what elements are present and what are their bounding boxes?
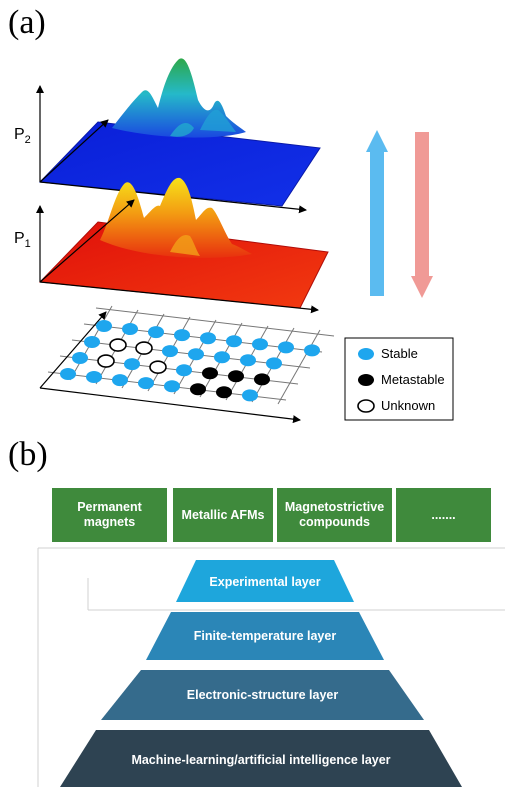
site-stable (242, 389, 258, 402)
down-arrow (411, 132, 433, 298)
site-stable (122, 323, 138, 336)
layer-experimental (176, 560, 354, 602)
site-unknown (149, 360, 167, 374)
site-stable (188, 348, 204, 361)
site-stable (252, 338, 268, 351)
site-metastable (216, 386, 232, 399)
site-stable (112, 374, 128, 387)
p1-axes (36, 199, 319, 314)
panel-a-label: (a) (8, 4, 46, 41)
p2-axis-label: P2 (14, 126, 31, 147)
legend-label-unknown: Unknown (381, 398, 436, 413)
site-unknown (97, 354, 115, 368)
site-stable (84, 336, 100, 348)
lattice-sites (60, 320, 320, 402)
category-metallic-afms: Metallic AFMs (173, 488, 273, 542)
site-metastable (228, 370, 244, 383)
site-stable (164, 380, 180, 393)
legend-marker-unknown (357, 399, 375, 413)
site-stable (86, 371, 102, 384)
panel-b-label: (b) (8, 436, 48, 473)
legend-label-stable: Stable (381, 346, 418, 361)
layer-machine-learning (60, 730, 462, 787)
category-more: ....... (396, 488, 491, 542)
layer-finite-temperature (146, 612, 384, 660)
site-stable (148, 326, 164, 339)
site-stable (240, 354, 256, 367)
layer-experimental-label: Experimental layer (209, 575, 321, 589)
site-stable (200, 332, 216, 345)
layer-electronic-structure-label: Electronic-structure layer (186, 688, 339, 702)
site-stable (226, 335, 242, 348)
category-magnetostrictive-compounds: Magnetostrictive compounds (277, 488, 392, 542)
site-stable (304, 344, 320, 357)
site-stable (162, 345, 178, 358)
site-stable (266, 357, 282, 370)
site-metastable (190, 383, 206, 396)
site-metastable (202, 367, 218, 380)
layer-finite-temperature-label: Finite-temperature layer (193, 629, 337, 643)
site-stable (124, 358, 140, 371)
site-unknown (135, 341, 153, 355)
site-stable (60, 368, 76, 380)
up-arrow (366, 130, 388, 296)
site-stable (214, 351, 230, 364)
site-stable (278, 341, 294, 354)
site-stable (174, 329, 190, 342)
p2-surface (38, 58, 321, 207)
category-permanent-magnets: Permanent magnets (52, 488, 167, 542)
p1-axis-label: P1 (14, 230, 31, 251)
site-metastable (254, 373, 270, 386)
layer-electronic-structure (101, 670, 424, 720)
legend-marker-stable (358, 348, 374, 360)
layer-machine-learning-label: Machine-learning/artificial intelligence… (131, 753, 391, 767)
legend-label-metastable: Metastable (381, 372, 445, 387)
site-unknown (109, 338, 127, 352)
site-stable (176, 364, 192, 377)
p1-surface (38, 177, 329, 309)
legend-marker-metastable (358, 374, 374, 386)
site-stable (72, 352, 88, 364)
site-stable (96, 320, 112, 332)
lattice-axes (39, 311, 301, 424)
site-stable (138, 377, 154, 390)
